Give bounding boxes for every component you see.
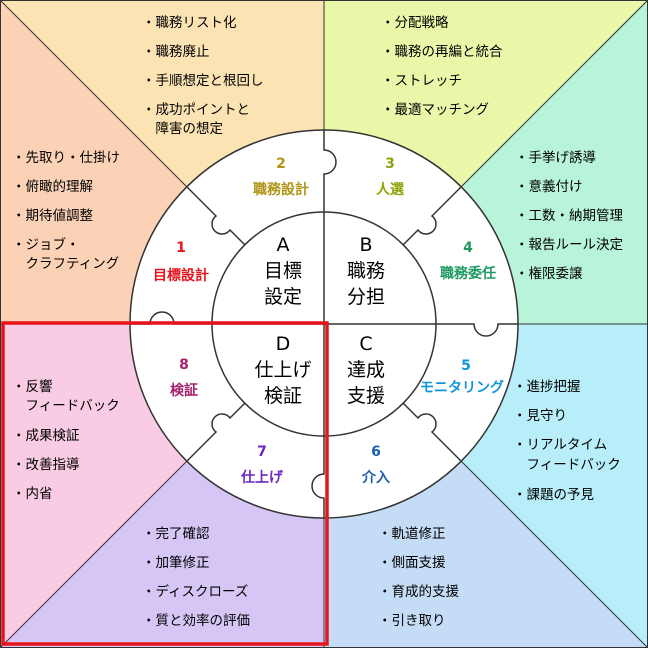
list-item: ・ストレッチ	[381, 73, 462, 89]
list-item: ・成功ポイントと	[142, 102, 250, 118]
list-top-right: ・分配戦略 ・職務の再編と統合 ・ストレッチ ・最適マッチング	[381, 15, 503, 118]
core-quadrant-c: C 達成 支援	[347, 333, 385, 407]
list-item: フィードバック	[12, 398, 120, 414]
segment-7-label: 仕上げ	[240, 469, 284, 486]
segment-8: 8 検証	[170, 357, 198, 399]
core-c-line2: 支援	[347, 385, 385, 407]
list-item: ・内省	[12, 486, 53, 502]
list-bottom-left: ・完了確認 ・加筆修正 ・ディスクローズ ・質と効率の評価	[142, 526, 250, 629]
list-right-upper: ・手挙げ誘導 ・意義付け ・工数・納期管理 ・報告ルール決定 ・権限委譲	[515, 150, 623, 282]
list-item: ・側面支援	[378, 555, 446, 571]
segment-2: 2 職務設計	[253, 156, 309, 198]
list-item: ・報告ルール決定	[515, 237, 623, 253]
list-item: ・職務の再編と統合	[381, 44, 503, 60]
list-item: ・改善指導	[12, 457, 80, 473]
segment-4-label: 職務委任	[440, 265, 496, 282]
list-item: クラフティング	[12, 256, 119, 272]
core-a-line2: 設定	[264, 286, 302, 308]
segment-3-number: 3	[385, 156, 395, 172]
segment-1-number: 1	[176, 240, 186, 256]
segment-1-label: 目標設計	[153, 267, 209, 284]
list-item: ・ディスクローズ	[142, 583, 248, 600]
list-item: ・課題の予見	[513, 487, 594, 503]
core-d-line2: 検証	[264, 385, 302, 407]
segment-7-number: 7	[257, 444, 267, 460]
list-item: ・手挙げ誘導	[515, 150, 596, 166]
list-item: ・意義付け	[515, 178, 583, 195]
core-quadrant-d: D 仕上げ 検証	[254, 333, 311, 407]
core-c-letter: C	[359, 333, 372, 355]
segment-3-label: 人選	[376, 181, 404, 198]
list-bottom-right: ・軌道修正 ・側面支援 ・育成的支援 ・引き取り	[378, 526, 459, 629]
list-top-left: ・職務リスト化 ・職務廃止 ・手順想定と根回し ・成功ポイントと 障害の想定	[142, 15, 264, 137]
list-item: ・育成的支援	[378, 584, 459, 600]
segment-6-label: 介入	[361, 469, 390, 486]
segment-4-number: 4	[463, 240, 473, 256]
list-item: ・期待値調整	[12, 208, 93, 224]
highlight-frame	[1, 321, 329, 646]
segment-7: 7 仕上げ	[240, 444, 284, 486]
segment-5-number: 5	[461, 358, 471, 374]
core-d-letter: D	[276, 333, 291, 355]
list-item: ・質と効率の評価	[142, 612, 250, 629]
list-item: 障害の想定	[142, 121, 223, 137]
segment-8-number: 8	[179, 357, 189, 373]
list-item: ・反響	[12, 378, 53, 395]
list-item: ・進捗把握	[513, 379, 581, 395]
ring-dividers	[130, 130, 518, 518]
core-a-letter: A	[277, 234, 290, 256]
core-d-line1: 仕上げ	[254, 359, 311, 381]
list-right-lower: ・進捗把握 ・見守り ・リアルタイム フィードバック ・課題の予見	[513, 379, 621, 503]
segment-8-label: 検証	[170, 382, 198, 399]
list-item: ・見守り	[513, 408, 567, 424]
segment-5: 5 モニタリング	[420, 358, 504, 396]
list-item: ・ジョブ・	[12, 236, 80, 253]
segment-5-label: モニタリング	[420, 379, 504, 396]
segment-4: 4 職務委任	[440, 240, 496, 282]
list-item: ・俯瞰的理解	[12, 179, 93, 195]
list-item: ・引き取り	[378, 613, 446, 629]
segment-6-number: 6	[371, 444, 381, 460]
segment-6: 6 介入	[361, 444, 390, 486]
list-item: ・手順想定と根回し	[142, 73, 264, 89]
list-item: ・完了確認	[142, 526, 210, 542]
core-quadrant-a: A 目標 設定	[264, 234, 302, 308]
core-b-line1: 職務	[347, 260, 385, 282]
list-item: ・職務リスト化	[142, 15, 237, 31]
core-a-line1: 目標	[264, 260, 302, 282]
segment-2-number: 2	[276, 156, 286, 172]
list-item: ・成果検証	[12, 428, 80, 444]
list-item: ・リアルタイム	[513, 437, 607, 453]
list-item: ・工数・納期管理	[515, 208, 623, 224]
core-quadrant-b: B 職務 分担	[347, 234, 385, 308]
list-left-upper: ・先取り・仕掛け ・俯瞰的理解 ・期待値調整 ・ジョブ・ クラフティング	[12, 150, 120, 272]
list-item: ・権限委譲	[515, 265, 583, 282]
segment-1: 1 目標設計	[153, 240, 209, 284]
list-left-lower: ・反響 フィードバック ・成果検証 ・改善指導 ・内省	[12, 378, 120, 502]
core-c-line1: 達成	[347, 359, 385, 381]
list-item: ・先取り・仕掛け	[12, 150, 120, 166]
segment-3: 3 人選	[376, 156, 404, 198]
segment-2-label: 職務設計	[253, 181, 309, 198]
list-item: ・加筆修正	[142, 555, 210, 571]
core-b-letter: B	[359, 234, 372, 256]
list-item: ・職務廃止	[142, 43, 210, 60]
list-item: ・分配戦略	[381, 15, 449, 31]
core-b-line2: 分担	[347, 286, 385, 308]
list-item: ・最適マッチング	[381, 101, 489, 118]
list-item: フィードバック	[513, 457, 621, 473]
list-item: ・軌道修正	[378, 526, 446, 542]
